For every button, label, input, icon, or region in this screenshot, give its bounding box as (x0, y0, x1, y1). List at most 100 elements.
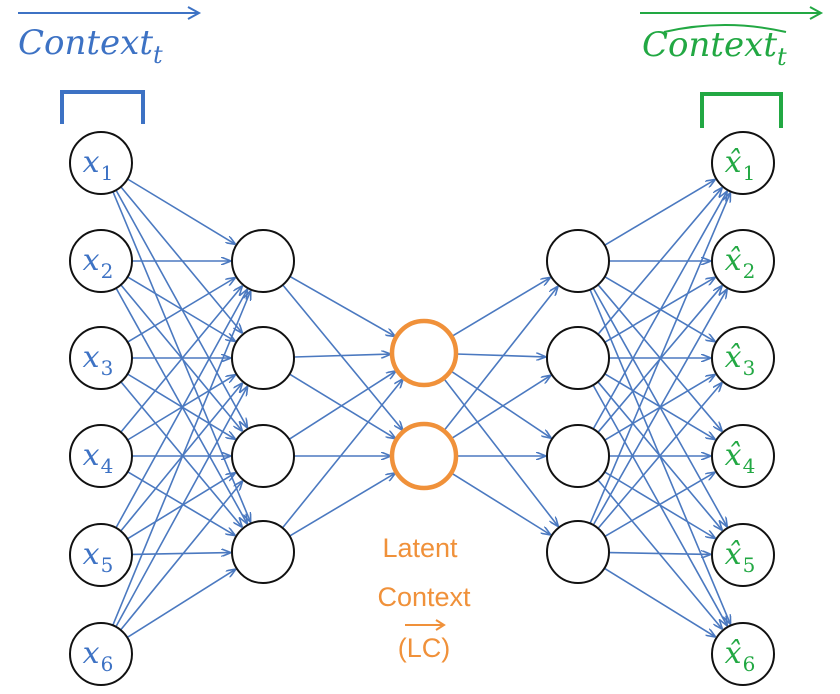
edge-input-3-to-hidden-1-4 (120, 381, 242, 527)
output-node-3 (711, 326, 775, 390)
edge-input-5-to-hidden-1-4 (131, 553, 230, 555)
input-node-4 (69, 424, 133, 488)
edge-input-2-to-hidden-1-4 (115, 287, 247, 523)
output-context-label: Contextt (640, 6, 824, 128)
edge-hidden-2-4-to-output-5 (608, 553, 710, 555)
hidden-1-node-2 (231, 326, 295, 390)
svg-text:Contextt: Contextt (642, 25, 787, 71)
latent-caption-line1: Latent (382, 533, 458, 563)
latent-context-caption: Latent Context (LC) (377, 533, 471, 663)
output-node-1 (711, 131, 775, 195)
output-context-base: Context (642, 25, 777, 65)
input-label-6: x6 (83, 636, 114, 676)
hidden-2-node-4 (546, 520, 610, 584)
input-label-5: x5 (83, 537, 114, 577)
input-label-sub: 6 (101, 652, 114, 676)
input-label-base: x (83, 537, 100, 572)
latent-node-2 (389, 421, 459, 491)
output-context-vector-arrowhead (809, 6, 824, 20)
edge-input-1-to-hidden-1-2 (120, 186, 242, 333)
edge-input-2-to-hidden-1-2 (127, 276, 235, 341)
output-context-bracket (700, 92, 783, 128)
edge-hidden-1-1-to-latent-2 (282, 284, 403, 430)
edge-hidden-1-1-to-latent-1 (289, 275, 395, 336)
input-label-base: x (83, 636, 100, 671)
edge-hidden-2-1-to-output-3 (604, 276, 715, 342)
latent-caption-line3: (LC) (398, 633, 451, 663)
edge-latent-1-to-hidden-2-2 (455, 354, 545, 357)
output-label-sub: 3 (743, 356, 756, 380)
output-node-4 (711, 424, 775, 488)
output-label-6: x̂6 (725, 636, 756, 676)
hidden-2-node-3 (546, 424, 610, 488)
output-label-2: x̂2 (725, 243, 756, 283)
output-label-base: x̂ (725, 340, 742, 375)
output-label-1: x̂1 (725, 145, 756, 185)
input-node-2 (69, 229, 133, 293)
edge-hidden-2-1-to-output-1 (604, 180, 715, 246)
edge-hidden-2-4-to-output-6 (603, 567, 715, 636)
edge-latent-2-to-hidden-2-1 (443, 287, 558, 432)
edge-input-4-to-hidden-1-1 (120, 286, 242, 433)
edge-input-1-to-hidden-1-4 (112, 191, 250, 522)
latent-node-1 (389, 318, 459, 388)
hidden-1-node-1 (231, 229, 295, 293)
input-label-1: x1 (83, 145, 114, 185)
output-context-sub: t (777, 43, 787, 71)
edge-hidden-2-3-to-output-1 (592, 192, 727, 430)
input-label-base: x (83, 145, 100, 180)
output-label-5: x̂5 (725, 537, 756, 577)
edge-latent-1-to-hidden-2-4 (442, 377, 558, 526)
output-label-base: x̂ (725, 243, 742, 278)
input-label-4: x4 (83, 438, 114, 478)
output-context-hat (663, 24, 787, 33)
output-label-base: x̂ (725, 438, 742, 473)
svg-text:Contextt: Contextt (18, 23, 163, 69)
input-context-bracket (60, 90, 145, 124)
input-label-sub: 5 (101, 553, 114, 577)
edge-latent-1-to-hidden-2-3 (450, 370, 551, 438)
edge-input-3-to-hidden-1-3 (127, 373, 235, 439)
output-label-4: x̂4 (725, 438, 756, 478)
output-label-sub: 4 (743, 454, 756, 478)
edge-hidden-1-4-to-latent-1 (281, 379, 403, 529)
edge-input-5-to-hidden-1-1 (115, 290, 247, 529)
input-label-2: x2 (83, 243, 114, 283)
input-node-6 (69, 622, 133, 686)
edge-input-1-to-hidden-1-1 (127, 178, 235, 244)
edge-input-4-to-hidden-1-4 (127, 471, 235, 535)
input-label-base: x (83, 340, 100, 375)
edge-latent-2-to-hidden-2-4 (450, 472, 550, 535)
input-node-1 (69, 131, 133, 195)
edge-hidden-1-3-to-latent-1 (288, 371, 395, 440)
edge-hidden-2-4-to-output-1 (589, 193, 730, 524)
hidden-2-node-2 (546, 326, 610, 390)
input-context-sub: t (153, 41, 163, 69)
edge-input-6-to-hidden-1-3 (119, 482, 243, 631)
input-context-vector-arrowhead (187, 6, 202, 20)
edge-input-6-to-hidden-1-1 (112, 292, 251, 626)
output-node-5 (711, 523, 775, 587)
hidden-1-node-4 (231, 520, 295, 584)
output-label-base: x̂ (725, 636, 742, 671)
edge-hidden-2-4-to-output-3 (597, 383, 722, 529)
hidden-1-node-3 (231, 424, 295, 488)
input-context-label: Contextt (18, 6, 202, 124)
input-label-sub: 3 (101, 356, 114, 380)
input-node-5 (69, 523, 133, 587)
edge-latent-2-to-hidden-2-2 (450, 376, 550, 440)
edges (112, 178, 730, 638)
input-label-sub: 4 (101, 454, 114, 478)
edge-input-3-to-hidden-1-1 (127, 278, 235, 343)
edge-hidden-2-4-to-output-2 (592, 290, 726, 526)
input-label-3: x3 (83, 340, 114, 380)
output-node-6 (711, 622, 775, 686)
hidden-2-node-1 (546, 229, 610, 293)
output-node-2 (711, 229, 775, 293)
input-label-base: x (83, 438, 100, 473)
output-label-sub: 1 (743, 161, 756, 185)
edge-hidden-2-2-to-output-1 (597, 188, 722, 335)
input-label-base: x (83, 243, 100, 278)
output-label-base: x̂ (725, 145, 742, 180)
